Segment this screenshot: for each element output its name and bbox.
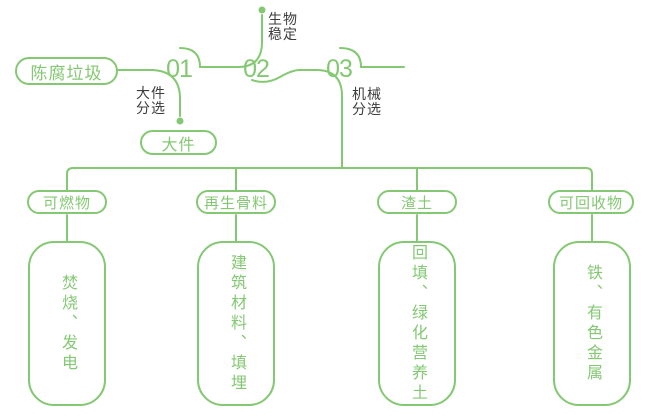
step01-to-step02-line: [179, 47, 239, 68]
use-box-recycled-aggregate: 建筑材料、填埋: [197, 241, 275, 406]
use-box-recyclables: 铁、有色金属: [553, 241, 631, 406]
step01-process-line2: 分选: [136, 100, 166, 116]
step-number-02: 02: [243, 55, 270, 83]
category-node-combustibles: 可燃物: [27, 190, 107, 214]
step02-up-branch-line: [237, 14, 263, 68]
bulky-waste-node: 大件: [140, 130, 217, 155]
distribution-line: [66, 167, 593, 193]
step03-process-label: 机械 分选: [352, 87, 382, 117]
source-node: 陈腐垃圾: [15, 57, 118, 85]
category-node-recyclables: 可回收物: [548, 190, 634, 214]
use-box-combustibles: 焚烧、发电: [28, 241, 106, 406]
step02-process-line2: 稳定: [268, 26, 298, 42]
source-to-step01-line: [117, 69, 181, 117]
step02-process-line1: 生物: [268, 11, 298, 27]
step02-process-label: 生物 稳定: [268, 12, 298, 42]
step-number-03: 03: [326, 55, 353, 83]
category-node-recycled-aggregate: 再生骨料: [196, 190, 276, 214]
step01-process-line1: 大件: [136, 85, 166, 101]
step03-exit-line: [339, 47, 405, 68]
use-text-combustibles: 焚烧、发电: [59, 273, 76, 374]
use-text-slag: 回填、绿化营养土: [409, 243, 426, 404]
step03-process-line2: 分选: [352, 101, 382, 117]
step03-process-line1: 机械: [352, 86, 382, 102]
step02-to-step03-line: [251, 69, 319, 83]
category-node-slag: 渣土: [377, 190, 457, 214]
use-text-recyclables: 铁、有色金属: [584, 263, 601, 384]
use-text-recycled-aggregate: 建筑材料、填埋: [228, 253, 245, 394]
step-number-01: 01: [166, 55, 193, 83]
step01-branch-dot: [176, 117, 184, 125]
step03-down-branch-line: [317, 69, 343, 169]
use-box-slag: 回填、绿化营养土: [378, 241, 456, 406]
step02-branch-dot: [258, 6, 266, 14]
step01-process-label: 大件 分选: [136, 86, 166, 116]
